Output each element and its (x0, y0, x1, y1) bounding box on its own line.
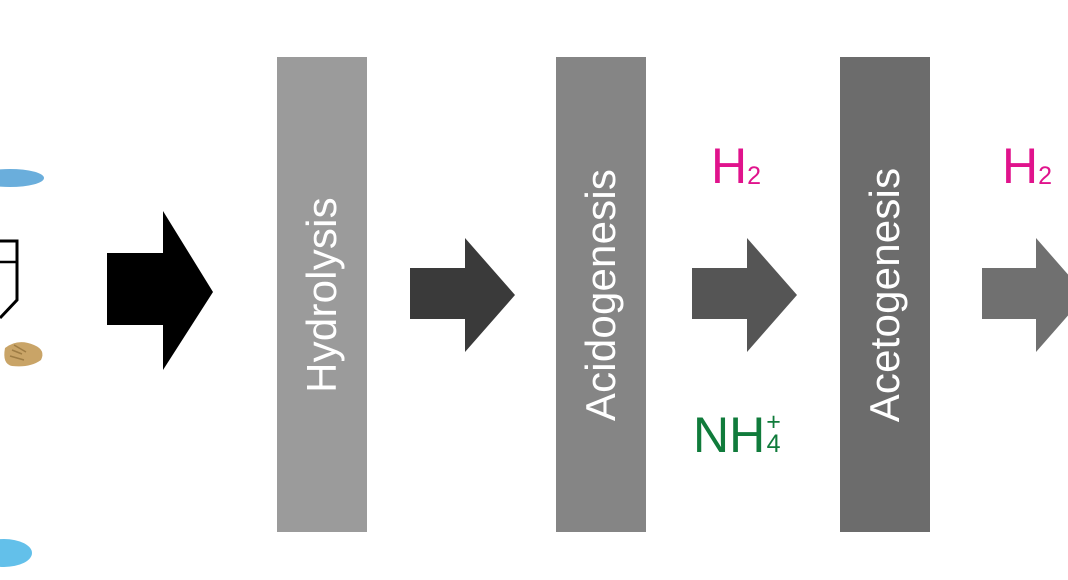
seed-detail-icon (9, 344, 27, 361)
formula-main: H (1002, 138, 1039, 194)
formula-charge-subscript-stack: + 4 (766, 408, 781, 458)
arrow-acidogenesis-to-acetogenesis-icon (692, 238, 797, 352)
stage-hydrolysis: Hydrolysis (277, 57, 367, 532)
beaker-outline-icon (0, 239, 19, 320)
stage-label: Acidogenesis (577, 168, 624, 421)
formula-main: NH (693, 407, 766, 463)
stage-label: Hydrolysis (298, 196, 345, 393)
formula-charge: + (766, 408, 781, 436)
seed-icon (4, 342, 43, 367)
formula-subscript: 2 (1038, 162, 1053, 190)
formula-main: H (711, 138, 748, 194)
hydrogen-product-label: H2 (1002, 141, 1052, 191)
formula-subscript: 4 (766, 430, 781, 458)
input-arrow-icon (107, 211, 213, 370)
water-drop-top-icon (0, 169, 44, 187)
stage-acetogenesis: Acetogenesis (840, 57, 930, 532)
hydrogen-product-label: H2 (711, 141, 761, 191)
arrow-acetogenesis-out-icon (982, 238, 1068, 352)
stage-label: Acetogenesis (861, 167, 908, 422)
ammonium-product-label: NH + 4 (693, 407, 781, 463)
water-drop-bottom-icon (0, 539, 32, 567)
organic-matter-illustration (0, 169, 44, 567)
stage-acidogenesis: Acidogenesis (556, 57, 646, 532)
formula-subscript: 2 (747, 162, 762, 190)
arrow-hydrolysis-to-acidogenesis-icon (410, 238, 515, 352)
